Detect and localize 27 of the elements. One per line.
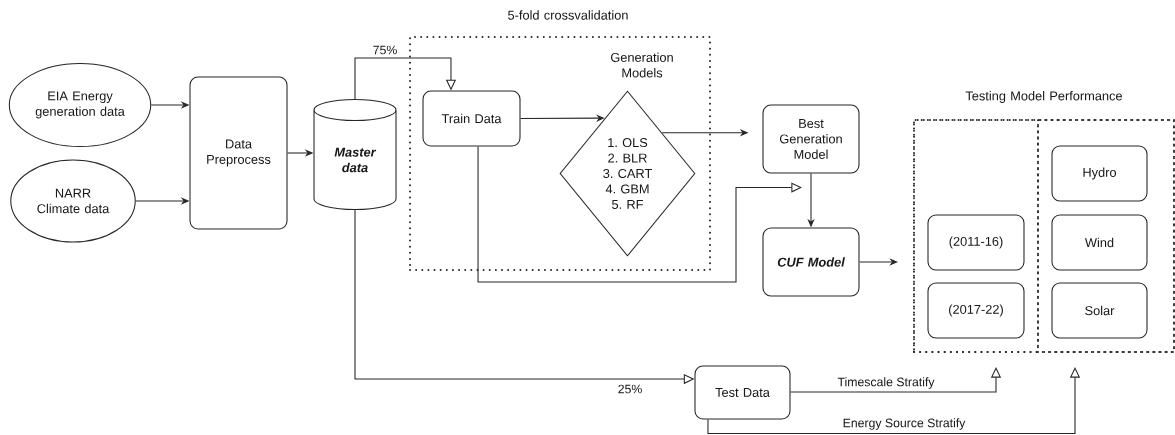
dotted-panel [1037, 119, 1175, 353]
process-box: Solar [1051, 282, 1148, 339]
arrow [477, 146, 802, 283]
process-box: Best Generation Model [762, 104, 860, 174]
edge-label: 75% [371, 44, 399, 56]
group-title: Testing Model Performance [965, 91, 1122, 103]
node-label: 5. RF [612, 200, 643, 209]
arrow [354, 57, 457, 100]
group-title: Generation Models [611, 52, 673, 78]
node-label: 2. BLR [608, 153, 647, 163]
process-box: Hydro [1051, 145, 1148, 202]
process-box: Data Preprocess [189, 76, 288, 230]
process-box: (2017-22) [927, 282, 1025, 339]
process-box: Wind [1051, 214, 1148, 271]
process-box: Train Data [422, 90, 521, 147]
group-title: 5-fold crossvalidation [508, 10, 628, 20]
edge-label: 25% [616, 383, 644, 395]
edge-label: Energy Source Stratify [841, 416, 967, 432]
edge-label: Timescale Stratify [836, 375, 936, 391]
node-label: 4. GBM [605, 184, 649, 194]
process-box: Test Data [694, 365, 791, 420]
node-label: 1. OLS [608, 138, 648, 148]
node-label: 3. CART [603, 168, 652, 179]
process-box: (2011-16) [927, 214, 1025, 271]
dotted-panel [913, 119, 1039, 353]
database-cylinder: Master data [313, 98, 397, 210]
process-box: CUF Model [762, 227, 860, 297]
